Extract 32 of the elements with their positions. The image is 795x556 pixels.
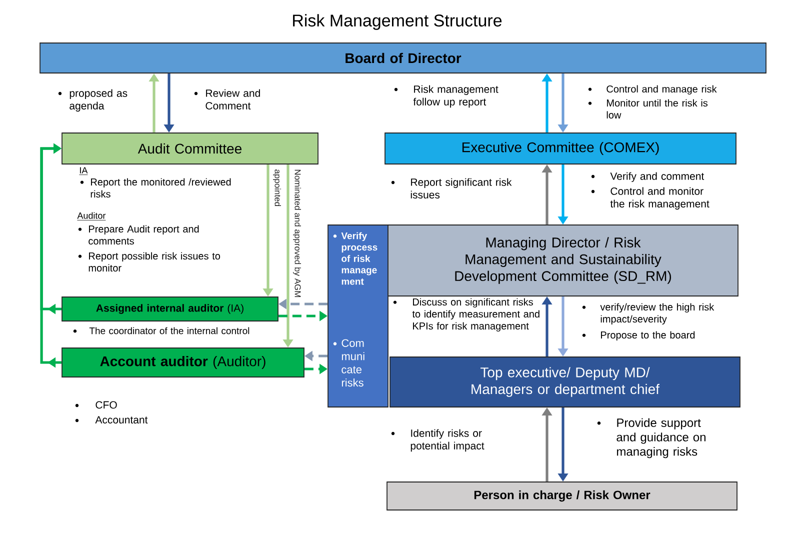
note-text: proposed as agenda <box>70 89 128 112</box>
note-text: Accountant <box>95 416 148 424</box>
note-text: Provide support and guidance on managing risks <box>616 418 706 458</box>
subheading: IA <box>79 167 88 175</box>
connector-arrow <box>40 143 62 368</box>
note-text: Report possible risk issues to monitor <box>88 252 220 272</box>
title: Risk Management Structure <box>293 14 502 30</box>
note-text: The coordinator of the internal control <box>89 327 250 334</box>
committee-box: Executive Committee (COMEX) <box>384 132 736 164</box>
note-text: Risk management follow up report <box>413 85 498 108</box>
note-text: Prepare Audit report and comments <box>88 225 199 245</box>
note-text: Propose to the board <box>601 331 695 340</box>
note-text: Identify risks or potential impact <box>410 429 484 452</box>
note-text: Review and Comment <box>206 89 260 110</box>
note-text: Control and manage risk <box>606 85 717 94</box>
committee-box: Audit Committee <box>62 132 318 164</box>
note-text: Report the monitored /reviewed risks <box>90 178 231 198</box>
side-panel: Verify process of risk manage ment Com muni cate risks <box>328 224 388 408</box>
note-text: Monitor until the risk is low <box>606 99 708 119</box>
owner-box: Person in charge / Risk Owner <box>386 482 738 510</box>
note-text: Discuss on significant risks to identify measurement and KPIs for risk management <box>412 298 540 332</box>
edge-label: Nominated and approved by AGM <box>293 170 301 297</box>
auditor-box: Assigned internal auditor (IA) <box>62 296 278 322</box>
edge-label: appointed <box>273 170 281 206</box>
note-text: Report significant risk issues <box>410 178 512 199</box>
note-text: Control and monitor the risk management <box>610 187 710 210</box>
auditor-box: Account auditor (Auditor) <box>62 348 304 378</box>
management-box: Top executive/ Deputy MD/ Managers or department chief <box>390 356 740 408</box>
board-banner: Board of Director <box>40 42 766 74</box>
committee-box: Managing Director / Risk Management and Sustainability Development Committee (SD_RM) <box>388 224 738 296</box>
subheading: Auditor <box>77 212 106 220</box>
note-text: CFO <box>96 401 117 409</box>
